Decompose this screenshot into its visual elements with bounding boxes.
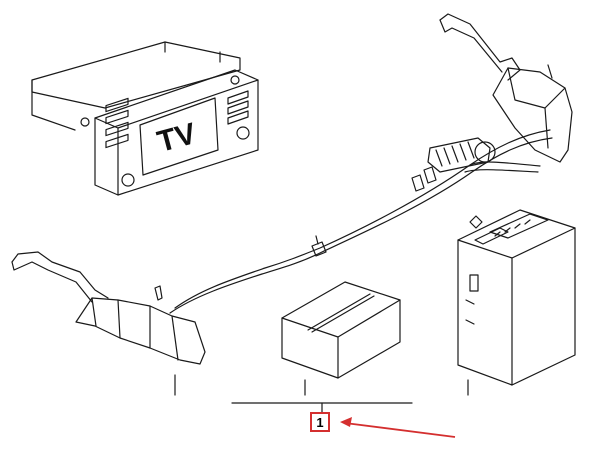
upper-mounting-bracket [439,13,573,163]
tv-screen-label: TV [154,117,200,159]
cable-harness [169,129,553,314]
lower-mounting-bracket [11,251,206,365]
tv-head-unit: TV [31,41,259,196]
callout-arrow [340,417,456,438]
control-module [457,209,576,386]
parts-box [281,281,401,379]
part-number-label: 1 [316,414,324,430]
reference-lines [174,374,469,413]
part-number-callout: 1 [310,412,330,432]
